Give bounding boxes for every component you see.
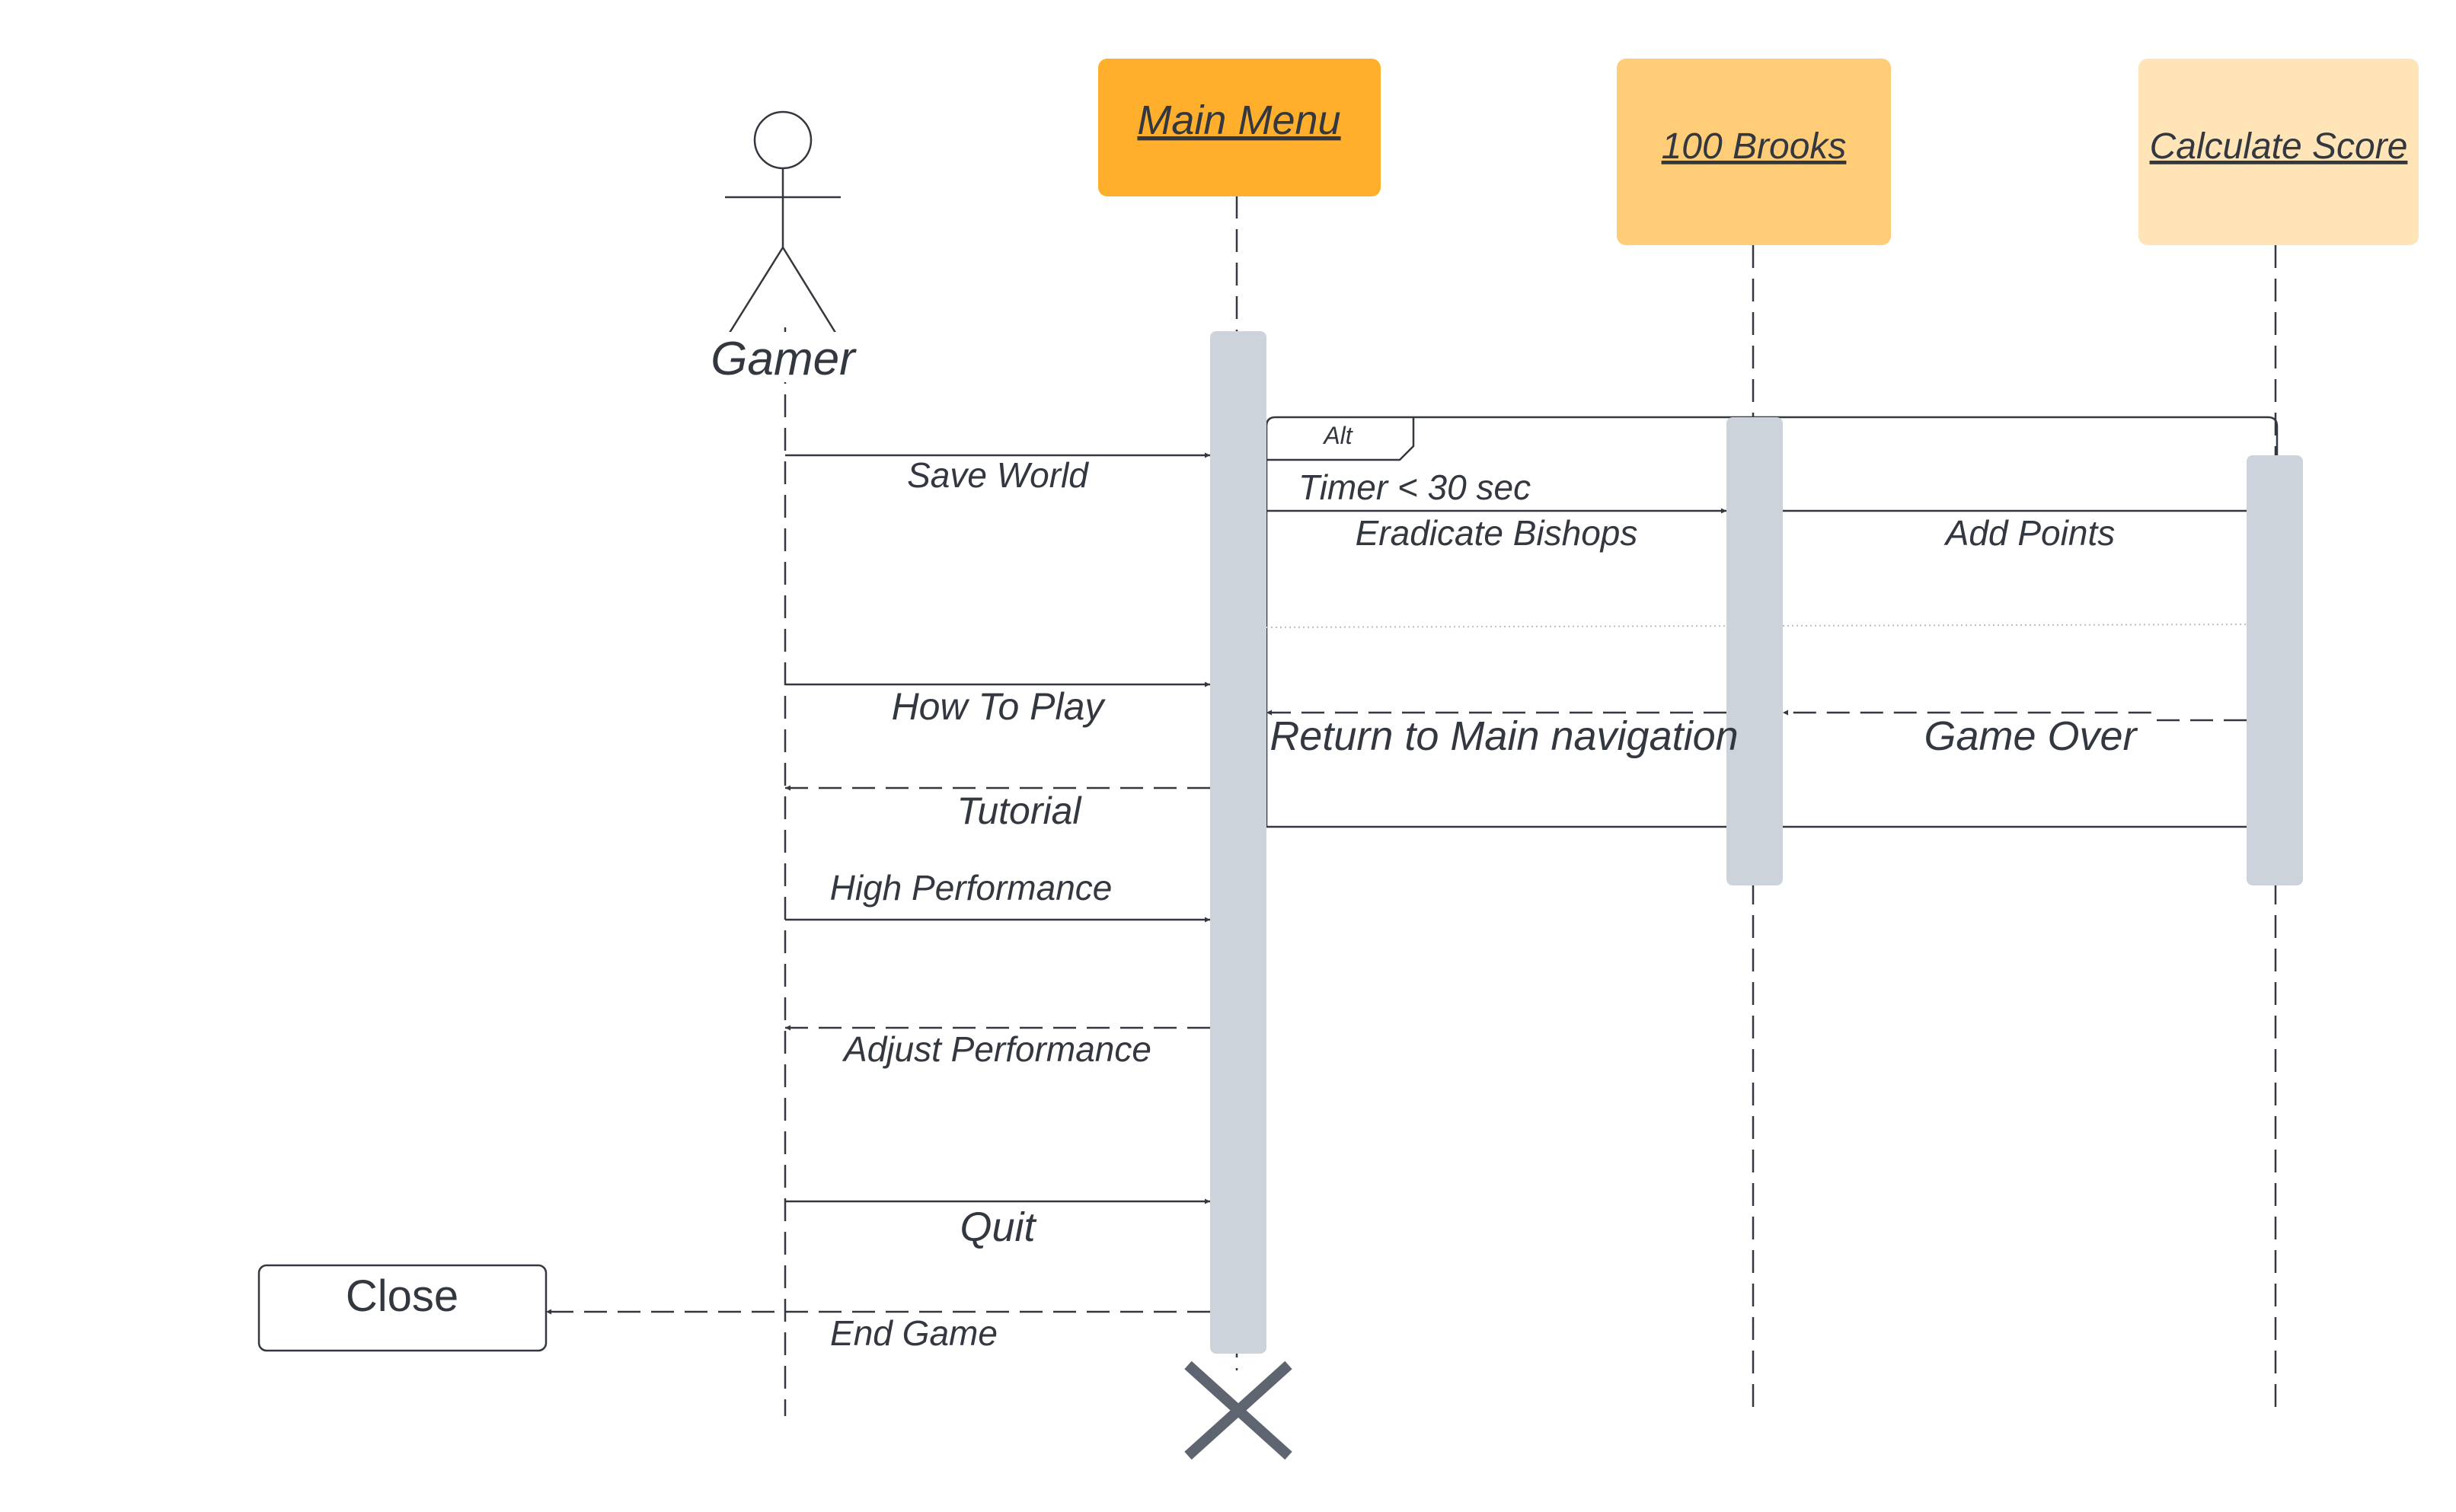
brooks-box [1617,59,1891,245]
how-to-play-label: How To Play [892,685,1107,728]
adjust-performance-label: Adjust Performance [842,1029,1151,1069]
add-points-label: Add Points [1943,513,2115,553]
brooks-activation [1726,417,1783,885]
close-box: Close [257,1264,548,1352]
score-activation [2247,455,2303,885]
game-over-label: Game Over [1924,713,2138,759]
return-main-label: Return to Main navigation [1270,713,1738,759]
high-performance-label: High Performance [830,868,1113,908]
quit-label: Quit [960,1204,1036,1250]
score-head: Calculate Score [2138,59,2419,245]
alt-operand-separator [1266,624,2278,628]
brooks-head: 100 Brooks [1617,59,1891,245]
main-menu-label: Main Menu [1137,97,1340,143]
save-world-label: Save World [907,455,1089,495]
close-box-label: Close [346,1271,458,1321]
alt-label: Alt [1322,422,1353,449]
actor-head [753,110,813,170]
alt-label-tab [1266,417,1415,461]
main-menu-box [1098,59,1381,196]
alt-guard: Timer < 30 sec [1298,467,1531,507]
tutorial-label: Tutorial [957,789,1082,832]
brooks-label: 100 Brooks [1662,126,1847,167]
end-game-label: End Game [830,1313,998,1353]
main-menu-head: Main Menu [1098,59,1381,196]
main-menu-activation [1210,331,1266,1354]
score-label: Calculate Score [2150,126,2408,167]
score-box [2138,59,2419,245]
destroy-icon [1184,1360,1292,1460]
alt-fragment: Alt [1265,416,2279,828]
eradicate-bishops-label: Eradicate Bishops [1356,513,1638,553]
close-box-frame [257,1264,548,1352]
actor-name: Gamer [711,333,857,385]
gamer-actor [724,110,841,340]
alt-frame [1265,416,2279,828]
game-over-arrow [1783,710,2247,722]
